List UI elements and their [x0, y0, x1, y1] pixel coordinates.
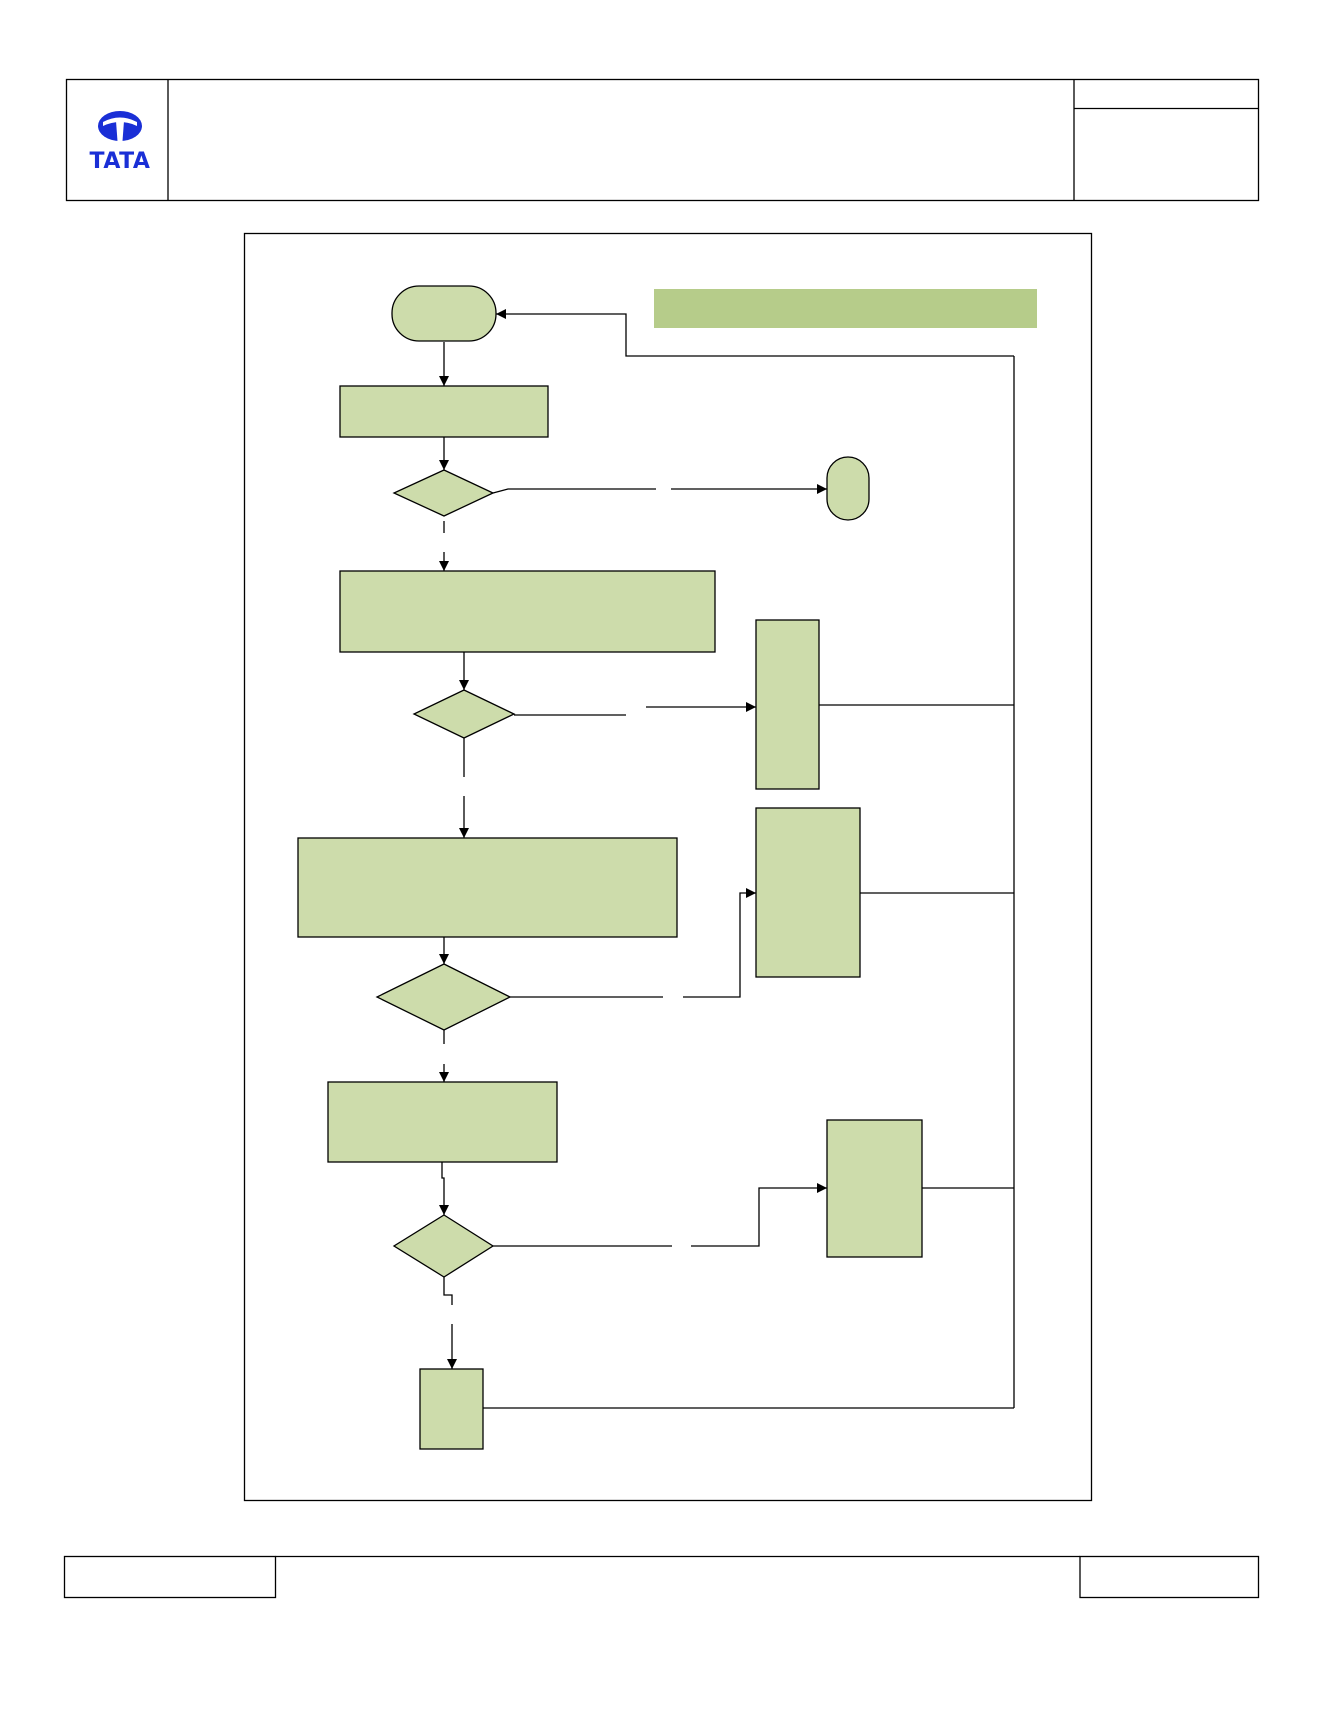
- flowchart-connectors: [439, 309, 1015, 1409]
- tata-logo: TATA: [90, 111, 151, 174]
- flowchart-frame: [243, 232, 1093, 1502]
- side-box-2: [755, 807, 861, 978]
- decision-diamond-2: [412, 689, 516, 739]
- process-box-4: [327, 1081, 558, 1163]
- tata-wordmark: TATA: [90, 149, 151, 174]
- footer-right-box: [1079, 1555, 1260, 1599]
- connector-decision4-final-a: [443, 1277, 453, 1305]
- decision-diamond-4: [392, 1214, 495, 1278]
- header-frame: [65, 78, 1260, 202]
- side-box-1: [755, 619, 820, 790]
- connector-step4-decision4: [439, 1162, 449, 1215]
- flowchart-banner: [654, 289, 1037, 328]
- process-box-2: [339, 570, 716, 653]
- flowchart-nodes: [297, 285, 923, 1450]
- connector-decision4-side3-b: [691, 1183, 827, 1247]
- header-block: TATA: [65, 78, 1260, 202]
- final-box: [419, 1368, 484, 1450]
- decision-diamond-3: [375, 963, 512, 1031]
- connector-decision3-side2-b: [683, 888, 756, 998]
- footer-left-box: [63, 1555, 277, 1599]
- process-box-1: [339, 385, 549, 438]
- return-line-top: [496, 309, 1014, 357]
- footer-block: [63, 1555, 1260, 1599]
- start-terminal: [391, 285, 497, 342]
- end-terminal: [826, 456, 870, 521]
- process-box-3: [297, 837, 678, 938]
- connector-decision1-terminal-a: [492, 488, 656, 494]
- side-box-3: [826, 1119, 923, 1258]
- tata-emblem-icon: [98, 111, 142, 141]
- decision-diamond-1: [392, 469, 495, 517]
